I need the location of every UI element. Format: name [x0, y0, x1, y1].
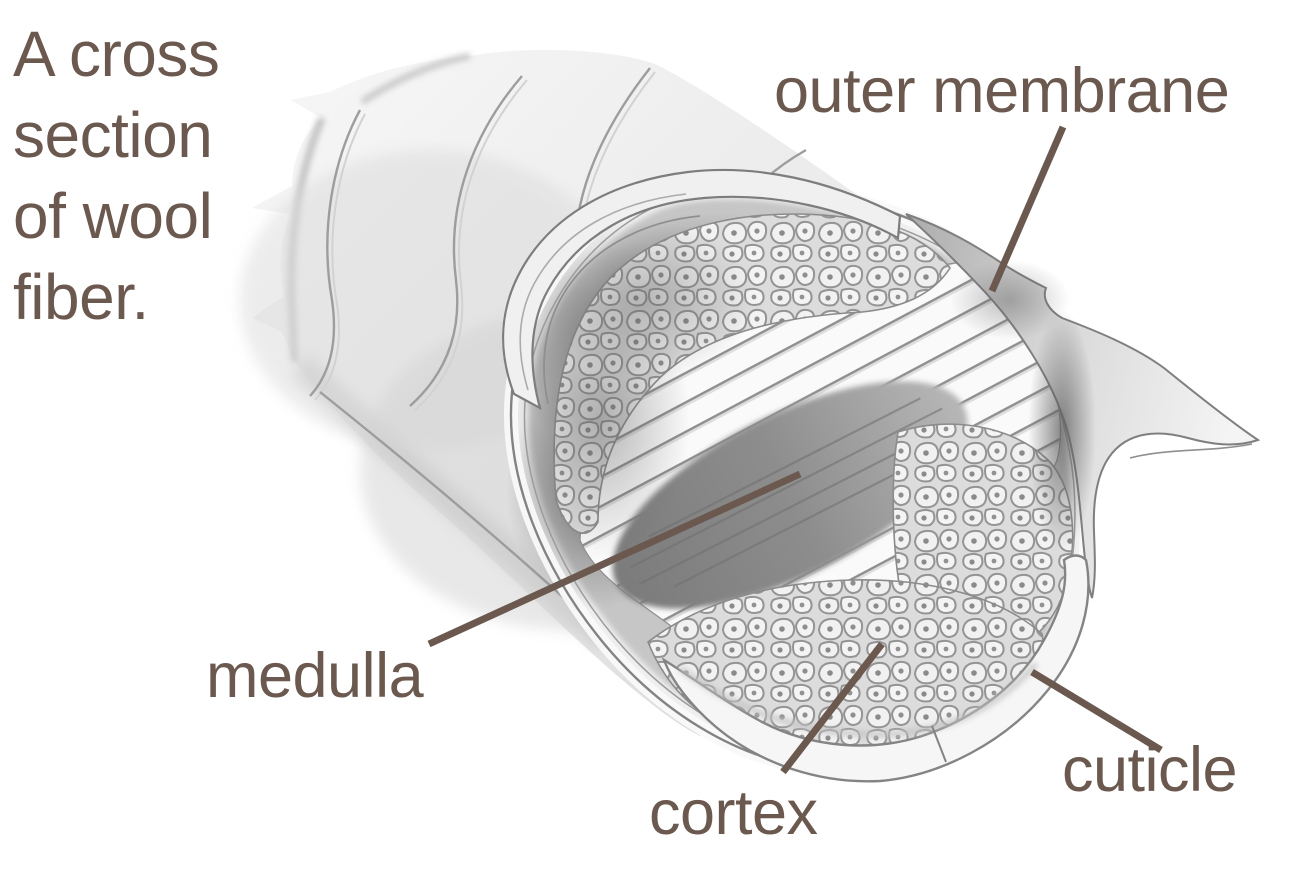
leader-line-cortex — [780, 641, 885, 775]
caption-line: fiber. — [13, 261, 149, 333]
caption-line: section — [13, 99, 213, 171]
caption: A cross section of wool fiber. — [13, 14, 220, 338]
label-medulla: medulla — [206, 641, 424, 711]
cortex-cells — [510, 213, 1074, 756]
outer-membrane-flap — [905, 213, 1261, 599]
label-cortex: cortex — [649, 778, 818, 848]
caption-line: of wool — [13, 180, 213, 252]
leader-line-cuticle — [1030, 669, 1163, 753]
caption-line: A cross — [13, 18, 220, 90]
cuticle-lip — [661, 554, 1090, 783]
leader-line-outer-membrane — [988, 125, 1067, 293]
label-outer-membrane: outer membrane — [774, 56, 1230, 126]
peeled-edge-collar — [502, 168, 902, 411]
leader-lines — [427, 125, 1163, 775]
label-cuticle: cuticle — [1062, 735, 1238, 805]
leader-line-medulla — [427, 470, 802, 648]
